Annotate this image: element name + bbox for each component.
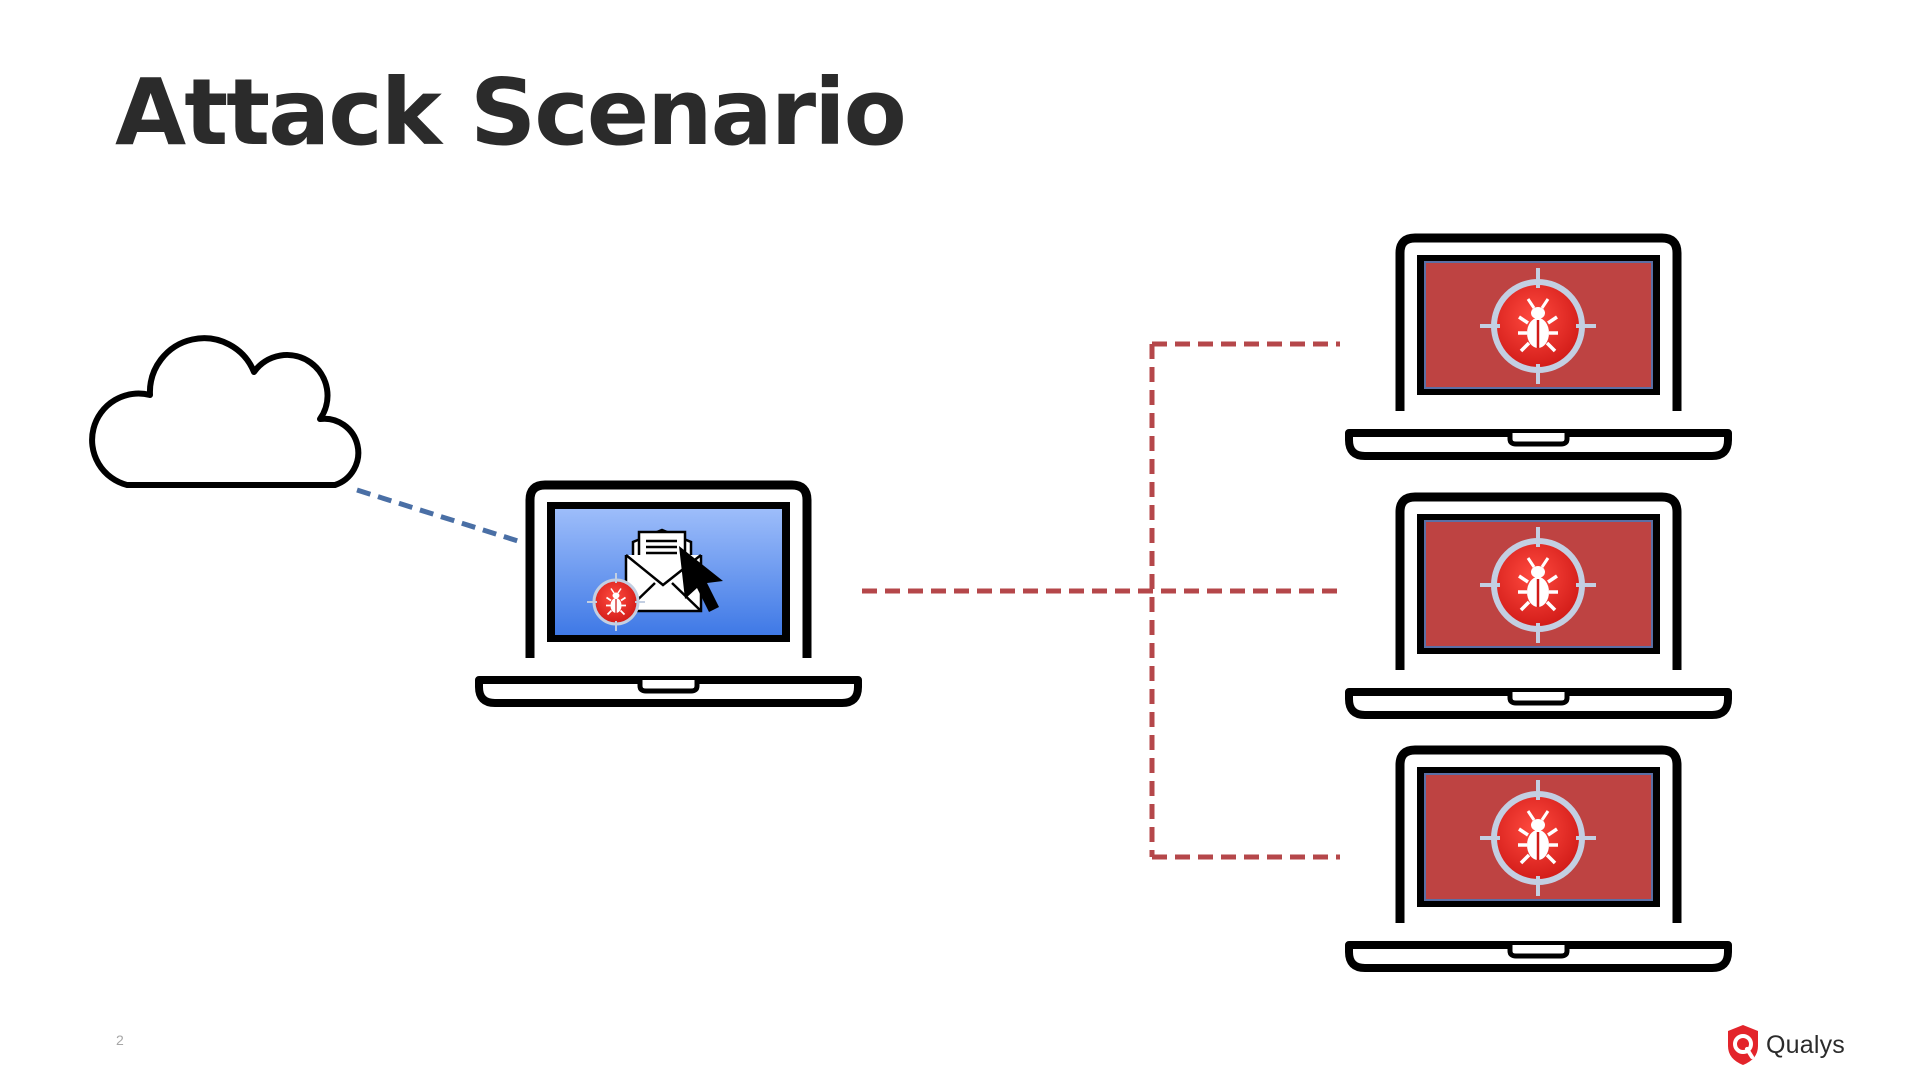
patient-zero-laptop [479,485,858,703]
page-number: 2 [116,1032,124,1048]
brand-logo: Qualys [1726,1024,1845,1066]
infection-spread-links [862,341,1345,860]
envelope-icon [624,528,703,613]
infected-laptop-2 [1349,497,1728,715]
cursor-icon [679,546,723,612]
cloud-icon [89,335,362,488]
infected-laptop-3 [1349,750,1728,968]
qualys-shield-icon [1728,1025,1758,1065]
slide-title: Attack Scenario [115,59,907,166]
cloud-to-laptop-link [356,487,519,544]
infected-laptop-1 [1349,238,1728,456]
brand-name: Qualys [1766,1030,1846,1059]
